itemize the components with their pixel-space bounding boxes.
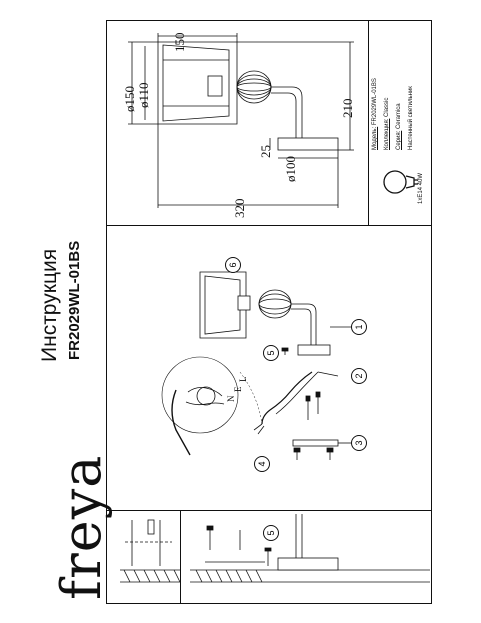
callout-3: 3 bbox=[351, 435, 367, 451]
callout-1: 1 bbox=[351, 319, 367, 335]
wire-label-n: N bbox=[226, 395, 236, 403]
callout-6: 6 bbox=[225, 257, 241, 273]
install-step-divider bbox=[180, 510, 181, 604]
assembly-drawing bbox=[161, 271, 352, 460]
callout-4: 4 bbox=[254, 456, 270, 472]
bulb-spec: 1xE14 40W bbox=[418, 172, 424, 204]
wire-label-e: E bbox=[233, 386, 243, 393]
section-divider-top bbox=[106, 225, 432, 226]
spec-divider bbox=[368, 20, 369, 225]
instruction-frame bbox=[106, 20, 432, 604]
section-divider-bottom bbox=[106, 510, 432, 511]
lamp-dimension-drawing bbox=[128, 33, 354, 208]
wire-label-l: L bbox=[238, 376, 248, 383]
installation-steps bbox=[120, 514, 430, 583]
callout-step-5: 5 bbox=[263, 525, 279, 541]
callout-2: 2 bbox=[351, 368, 367, 384]
callout-5: 5 bbox=[263, 345, 279, 361]
